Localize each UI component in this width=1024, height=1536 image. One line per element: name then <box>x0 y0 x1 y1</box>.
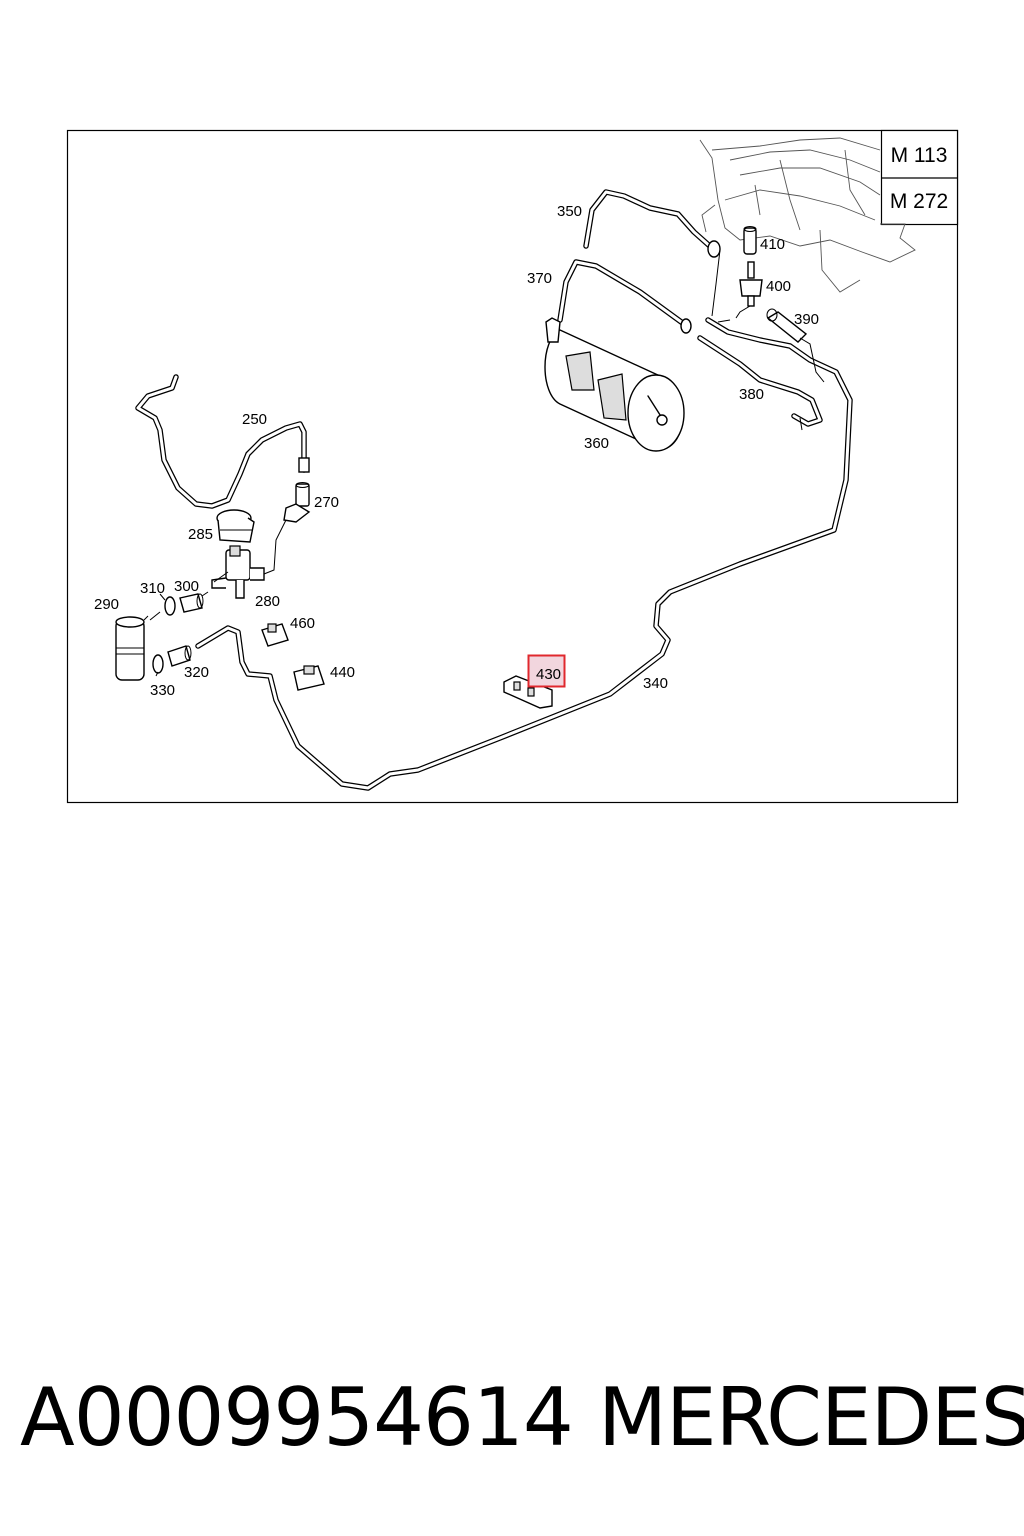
engine-outline <box>699 137 916 293</box>
callout-410: 410 <box>760 236 785 253</box>
part-270-elbow <box>283 482 311 523</box>
callout-280: 280 <box>255 593 280 610</box>
part-440-clip <box>293 665 325 691</box>
callout-460: 460 <box>290 615 315 632</box>
callout-250: 250 <box>242 411 267 428</box>
callout-300: 300 <box>174 578 199 595</box>
callout-290: 290 <box>94 596 119 613</box>
brand-name: MERCEDES <box>598 1371 1024 1464</box>
callout-285: 285 <box>188 526 213 543</box>
part-370-hose <box>557 259 692 334</box>
part-390-hose <box>711 249 825 383</box>
part-285-bracket <box>216 509 255 543</box>
callout-270: 270 <box>314 494 339 511</box>
footer: A0009954614 MERCEDES <box>0 1368 1024 1478</box>
part-360-canister <box>544 317 685 452</box>
engine-model-box: M 113 M 272 <box>880 129 959 226</box>
callout-350: 350 <box>557 203 582 220</box>
part-330-clamp <box>152 654 164 674</box>
callout-330: 330 <box>150 682 175 699</box>
leader-lines <box>149 417 803 677</box>
engine-label-1: M 113 <box>891 144 948 167</box>
part-460-clip <box>261 623 289 647</box>
callout-440: 440 <box>330 664 355 681</box>
part-380-line <box>697 335 823 427</box>
part-290-filter <box>115 615 149 681</box>
part-310-clamp <box>159 593 176 616</box>
part-350-hose <box>583 189 721 258</box>
part-number: A0009954614 <box>20 1371 574 1464</box>
callout-430: 430 <box>536 666 561 683</box>
engine-label-2: M 272 <box>890 190 948 213</box>
part-280-valve <box>211 519 287 599</box>
diagram-frame <box>66 129 959 804</box>
callout-370: 370 <box>527 270 552 287</box>
part-300-hose <box>179 593 204 613</box>
part-430-clip <box>503 675 553 709</box>
callout-labels: 250 270 285 280 290 310 300 460 440 320 … <box>94 203 819 699</box>
callout-310: 310 <box>140 580 165 597</box>
callout-390: 390 <box>794 311 819 328</box>
callout-340: 340 <box>643 675 668 692</box>
highlight-box <box>527 654 566 688</box>
callout-360: 360 <box>584 435 609 452</box>
callout-320: 320 <box>184 664 209 681</box>
parts-diagram: M 113 M 272 <box>66 129 959 804</box>
callout-430-highlight: 430 <box>527 654 566 688</box>
part-410-hose <box>743 226 757 255</box>
part-250-line <box>135 374 310 509</box>
part-400-valve <box>717 261 763 323</box>
callout-380: 380 <box>739 386 764 403</box>
part-320-hose <box>167 645 192 667</box>
callout-400: 400 <box>766 278 791 295</box>
part-340-line <box>195 317 853 791</box>
